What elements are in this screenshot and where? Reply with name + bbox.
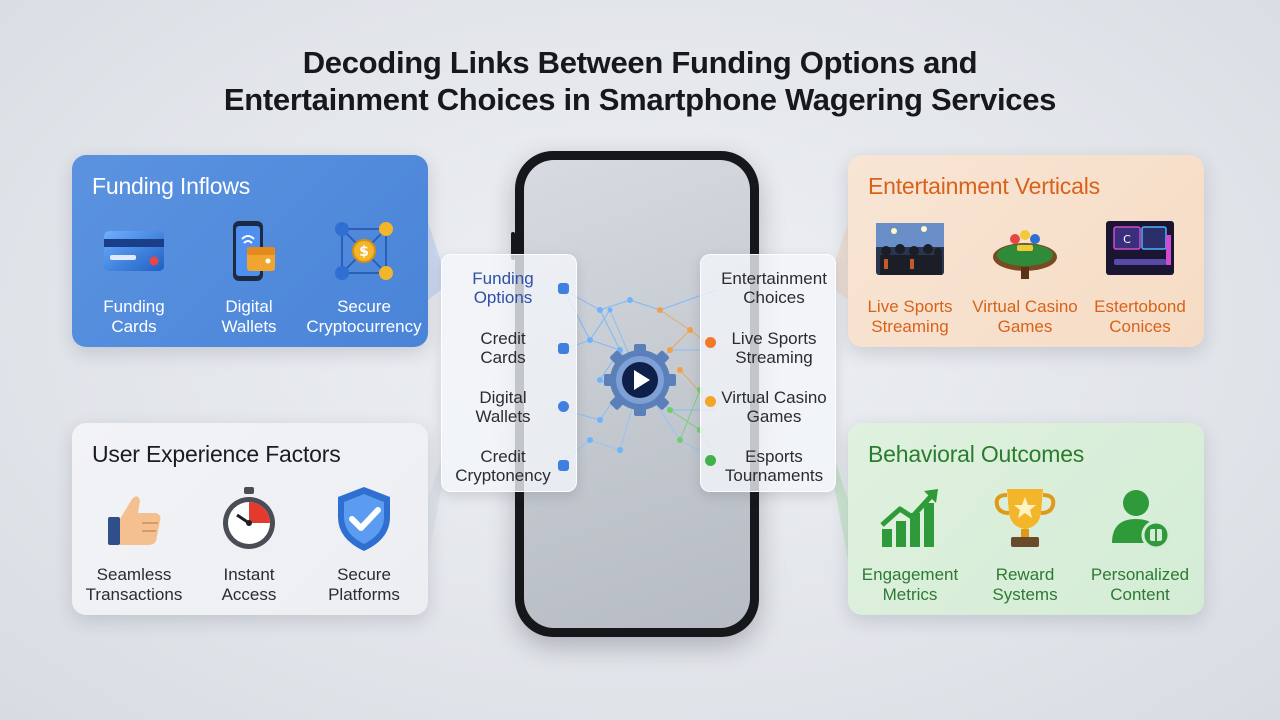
phone-side-button: [511, 232, 515, 260]
engagement-metrics-item: Engagement Metrics: [851, 483, 969, 605]
stopwatch-icon: [223, 487, 275, 549]
gaming-setup-icon: C: [1106, 221, 1174, 275]
funding-inflows-card: Funding Inflows Funding Cards Digital Wa…: [72, 155, 428, 347]
user-experience-title: User Experience Factors: [92, 441, 341, 467]
wallet-dot-icon: [558, 401, 569, 412]
instant-access-label: Instant Access: [221, 565, 277, 604]
digital-wallets-label: Digital Wallets: [221, 297, 277, 336]
live-sports-item: Live Sports Streaming: [851, 215, 969, 337]
thumbs-up-icon: [108, 496, 161, 545]
svg-text:$: $: [359, 244, 369, 260]
live-sports-label: Live Sports Streaming: [867, 297, 953, 336]
esports-dot-icon: [705, 455, 716, 466]
crypto-dot-icon: [558, 460, 569, 471]
entertainment-choices-panel: Entertainment Choices Live Sports Stream…: [700, 254, 836, 492]
diagram-title: Decoding Links Between Funding Options a…: [0, 44, 1280, 118]
secure-platforms-item: Secure Platforms: [305, 483, 423, 605]
svg-text:C: C: [1123, 233, 1131, 246]
title-line-2: Entertainment Choices in Smartphone Wage…: [223, 82, 1057, 117]
funding-inflows-title: Funding Inflows: [92, 173, 251, 199]
panel-left-item-0: Funding Options: [472, 269, 534, 307]
esports-label: Estertobond Conices: [1094, 297, 1186, 336]
esports-item: C Estertobond Conices: [1081, 215, 1199, 337]
personalized-content-label: Personalized Content: [1090, 565, 1190, 604]
virtual-casino-item: Virtual Casino Games: [966, 215, 1084, 337]
panel-right-item-1: Live Sports Streaming: [731, 329, 817, 367]
reward-systems-item: Reward Systems: [966, 483, 1084, 605]
user-experience-card: User Experience Factors Seamless Transac…: [72, 423, 428, 615]
secure-cryptocurrency-item: $ Secure Cryptocurrency: [305, 215, 423, 337]
panel-right-item-2: Virtual Casino Games: [721, 388, 827, 426]
virtual-casino-label: Virtual Casino Games: [972, 297, 1078, 336]
panel-left-item-1: Credit Cards: [480, 329, 526, 367]
engagement-metrics-label: Engagement Metrics: [861, 565, 959, 604]
user-profile-icon: [1112, 490, 1171, 550]
seamless-transactions-item: Seamless Transactions: [75, 483, 193, 605]
title-line-1: Decoding Links Between Funding Options a…: [302, 45, 978, 80]
behavioral-outcomes-title: Behavioral Outcomes: [868, 441, 1085, 467]
sports-dot-icon: [705, 337, 716, 348]
seamless-transactions-label: Seamless Transactions: [85, 565, 183, 604]
gear-play-icon: [604, 344, 676, 416]
secure-cryptocurrency-label: Secure Cryptocurrency: [306, 297, 422, 336]
funding-options-panel: Funding Options Credit Cards Digital Wal…: [441, 254, 577, 492]
card-dot-icon: [558, 343, 569, 354]
behavioral-outcomes-card: Behavioral Outcomes Engagement Metrics R…: [848, 423, 1204, 615]
reward-systems-label: Reward Systems: [992, 565, 1058, 604]
casino-table-icon: [993, 230, 1057, 279]
digital-wallets-item: Digital Wallets: [190, 215, 308, 337]
cloud-dot-icon: [558, 283, 569, 294]
entertainment-verticals-card: Entertainment Verticals Live Sports Stre…: [848, 155, 1204, 347]
panel-left-item-3: Credit Cryptonency: [455, 447, 551, 485]
trophy-icon: [994, 489, 1056, 547]
entertainment-verticals-title: Entertainment Verticals: [868, 173, 1100, 199]
personalized-content-item: Personalized Content: [1081, 483, 1199, 605]
casino-dot-icon: [705, 396, 716, 407]
phone-wallet-icon: [233, 221, 275, 281]
credit-card-icon: [104, 231, 164, 271]
stadium-crowd-icon: [876, 223, 944, 275]
growth-chart-icon: [880, 489, 938, 547]
crypto-network-icon: $: [335, 222, 393, 280]
shield-check-icon: [338, 487, 390, 551]
funding-cards-label: Funding Cards: [103, 297, 165, 336]
funding-cards-item: Funding Cards: [75, 215, 193, 337]
panel-right-item-0: Entertainment Choices: [721, 269, 827, 307]
connection-network: [563, 289, 717, 461]
instant-access-item: Instant Access: [190, 483, 308, 605]
panel-right-item-3: Esports Tournaments: [724, 447, 824, 485]
secure-platforms-label: Secure Platforms: [328, 565, 400, 604]
panel-left-item-2: Digital Wallets: [475, 388, 531, 426]
